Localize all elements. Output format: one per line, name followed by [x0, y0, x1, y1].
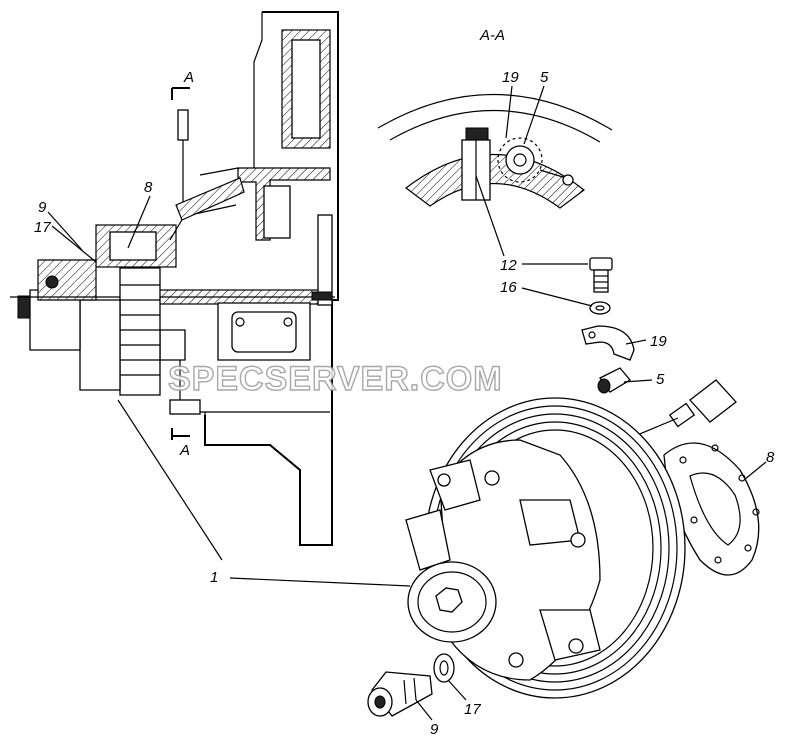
- callout-1: 1: [210, 569, 218, 586]
- engine-sectional-view: [10, 11, 339, 546]
- callout-17-left: 17: [34, 219, 51, 236]
- sleeve-5: [597, 367, 631, 394]
- clamp-19: [581, 325, 635, 361]
- washer-17: [433, 653, 455, 683]
- section-mark-top-label: A: [183, 69, 194, 86]
- callout-5: 5: [656, 371, 665, 388]
- washer-16: [589, 301, 611, 315]
- section-a-a-view: A-A: [377, 27, 613, 209]
- section-mark-bottom-label: A: [179, 442, 190, 459]
- callout-8-left: 8: [144, 179, 153, 196]
- callout-9-left: 9: [38, 199, 47, 216]
- callouts: 9 17 8 1 19 5 12 16 19 5 8 9 17: [34, 69, 775, 738]
- section-mark-top: A: [171, 69, 194, 100]
- callout-12: 12: [500, 257, 517, 274]
- callout-19-section: 19: [502, 69, 519, 86]
- callout-16: 16: [500, 279, 517, 296]
- section-title: A-A: [479, 27, 505, 44]
- callout-17-bottom: 17: [464, 701, 481, 718]
- connector-sensor: [621, 379, 737, 441]
- callout-9-bottom: 9: [430, 721, 439, 738]
- bolt-9: [367, 671, 433, 717]
- watermark: SPECSERVER.COM: [168, 360, 503, 398]
- callout-8-right: 8: [766, 449, 775, 466]
- section-mark-bottom: A: [171, 428, 190, 459]
- callout-19: 19: [650, 333, 667, 350]
- callout-5-section: 5: [540, 69, 549, 86]
- fan-drive-unit: [405, 397, 686, 699]
- bolt-12: [589, 257, 613, 293]
- pulley-grooves: [120, 284, 160, 376]
- leader-lines: [47, 85, 767, 721]
